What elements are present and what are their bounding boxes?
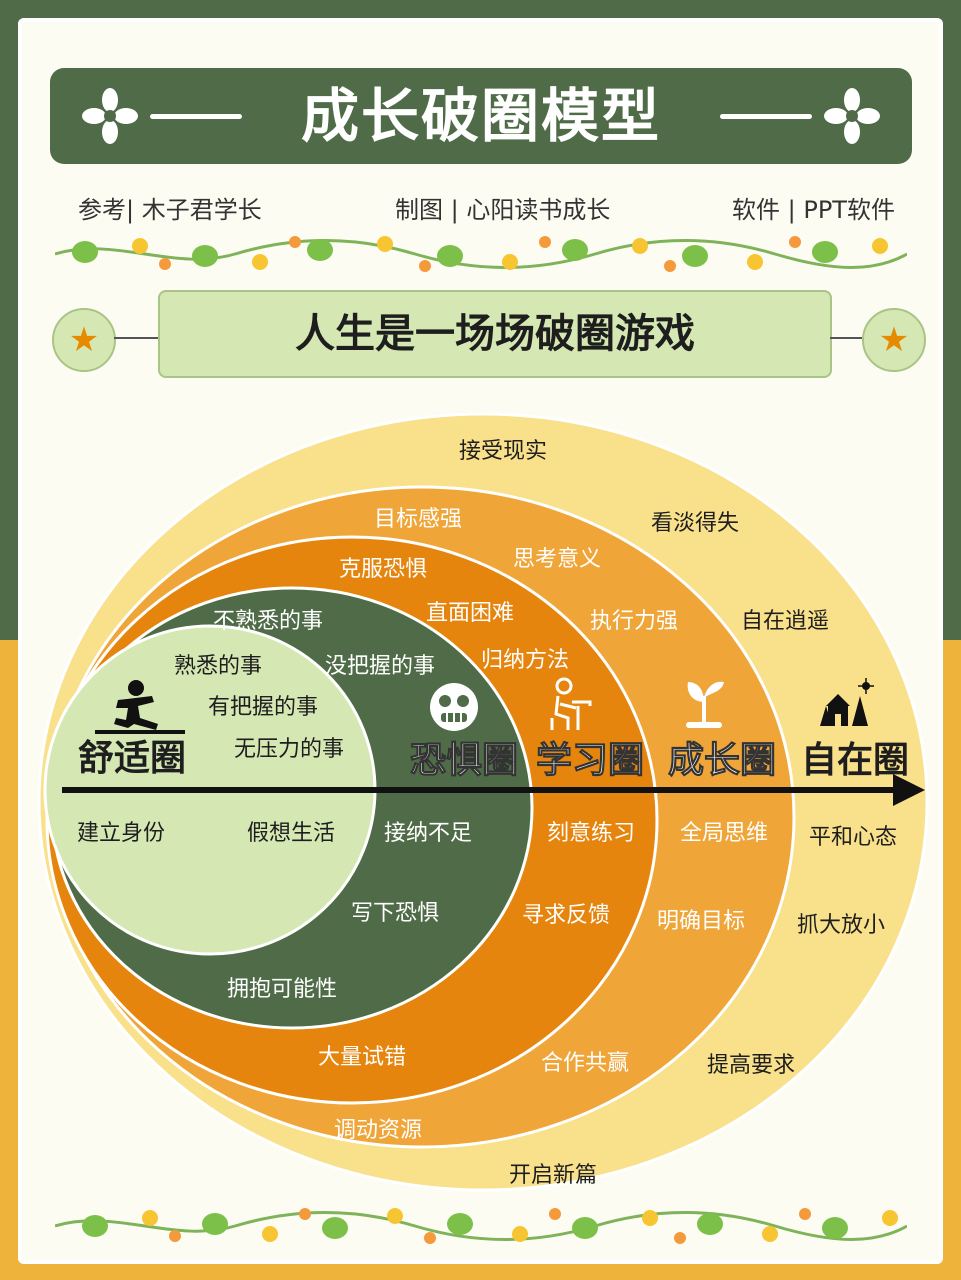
learning-item: 归纳方法 <box>481 648 569 673</box>
comfort-item: 建立身份 <box>77 821 165 846</box>
scared-face-icon <box>430 683 478 731</box>
fear-item: 拥抱可能性 <box>227 977 337 1002</box>
learning-title: 学习圈 <box>536 739 644 781</box>
connector-left <box>114 337 158 339</box>
freedom-item: 平和心态 <box>809 825 897 850</box>
sprout-icon <box>686 681 724 728</box>
learning-item: 克服恐惧 <box>339 557 427 582</box>
flower-icon <box>82 88 138 144</box>
flower-icon <box>824 88 880 144</box>
credit-software: 软件 | PPT软件 <box>732 196 895 224</box>
learning-item: 大量试错 <box>318 1045 406 1070</box>
freedom-item: 接受现实 <box>459 439 547 464</box>
star-icon: ★ <box>68 320 100 360</box>
studying-person-icon <box>550 677 592 730</box>
growth-item: 明确目标 <box>657 909 745 934</box>
freedom-item: 开启新篇 <box>509 1163 597 1188</box>
connector-right <box>830 337 862 339</box>
comfort-item: 无压力的事 <box>234 737 344 762</box>
learning-item: 直面困难 <box>426 601 514 626</box>
comfort-item: 假想生活 <box>247 821 335 846</box>
title-dash-right <box>720 114 812 119</box>
credit-reference: 参考| 木子君学长 <box>78 196 262 224</box>
fear-item: 接纳不足 <box>384 821 472 846</box>
relaxing-person-icon <box>114 680 158 730</box>
growth-item: 合作共赢 <box>541 1051 629 1076</box>
star-icon: ★ <box>878 320 910 360</box>
star-node-right: ★ <box>862 308 926 372</box>
title-dash-left <box>150 114 242 119</box>
freedom-item: 看淡得失 <box>651 511 739 536</box>
growth-item: 全局思维 <box>680 821 768 846</box>
freedom-item: 提高要求 <box>707 1053 795 1078</box>
cabin-trees-icon <box>820 678 874 726</box>
fear-item: 没把握的事 <box>325 654 435 679</box>
credit-designer: 制图 | 心阳读书成长 <box>395 196 611 224</box>
fear-item: 写下恐惧 <box>351 901 439 926</box>
freedom-item: 自在逍遥 <box>741 609 829 634</box>
floral-vine-decoration <box>55 1208 907 1244</box>
progress-arrow-head <box>893 774 925 806</box>
star-node-left: ★ <box>52 308 116 372</box>
subtitle: 人生是一场场破圈游戏 <box>295 311 695 357</box>
freedom-title: 自在圈 <box>801 740 909 781</box>
comfort-title: 舒适圈 <box>78 738 186 779</box>
learning-item: 刻意练习 <box>547 821 635 846</box>
fear-item: 不熟悉的事 <box>213 609 323 634</box>
growth-item: 调动资源 <box>334 1118 422 1143</box>
comfort-item: 熟悉的事 <box>174 654 262 679</box>
freedom-item: 抓大放小 <box>797 913 885 938</box>
growth-title: 成长圈 <box>668 740 776 781</box>
learning-item: 寻求反馈 <box>522 903 610 928</box>
subtitle-box: 人生是一场场破圈游戏 <box>158 290 832 378</box>
growth-item: 思考意义 <box>513 547 601 572</box>
page-title: 成长破圈模型 <box>300 82 661 150</box>
growth-item: 目标感强 <box>374 507 462 532</box>
title-bar: 成长破圈模型 <box>50 68 912 164</box>
growth-item: 执行力强 <box>590 609 678 634</box>
floral-vine-decoration <box>55 236 907 272</box>
comfort-item: 有把握的事 <box>208 695 318 720</box>
fear-title: 恐惧圈 <box>410 740 518 781</box>
